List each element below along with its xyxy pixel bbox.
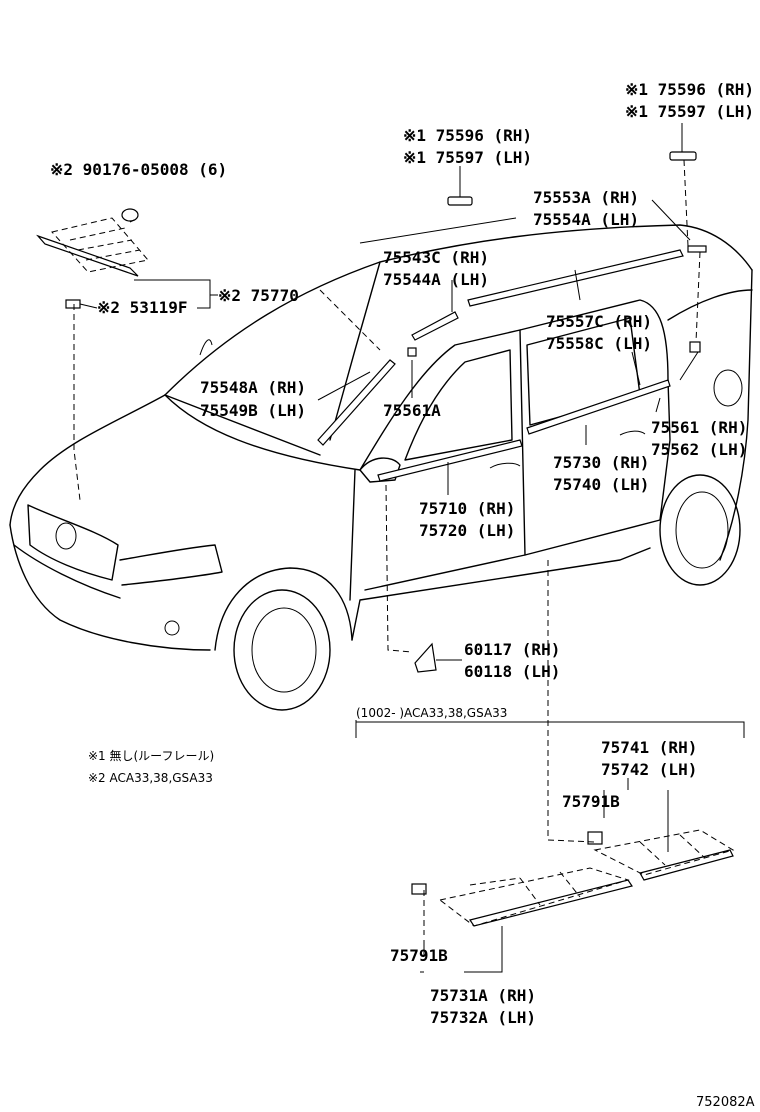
clip-upper (587, 831, 603, 845)
clip-53119f (65, 299, 81, 309)
callout-75791b-upper: 75791B (562, 792, 620, 811)
callout-75791b-lower: 75791B (390, 946, 448, 965)
callout-60118: 60118 (LH) (464, 662, 560, 681)
front-door-belt (377, 439, 523, 482)
callout-75730: 75730 (RH) (553, 453, 649, 472)
windshield-moulding-side (317, 359, 396, 446)
clip-lower-left (411, 883, 427, 895)
callout-75554a: 75554A (LH) (533, 210, 639, 229)
hood-clip-90176 (121, 208, 139, 222)
footnote-1: ※1 無し(ルーフレール) (88, 748, 214, 763)
callout-75720: 75720 (LH) (419, 521, 515, 540)
callout-90176: ※2 90176-05008 (6) (50, 160, 227, 179)
mudguard-60117 (414, 642, 437, 673)
callout-53119f: ※2 53119F (97, 298, 187, 317)
applicability-range: (1002- )ACA33,38,GSA33 (356, 706, 507, 720)
roof-moulding-parts (317, 151, 707, 446)
part-callouts: ※1 75596 (RH) ※1 75597 (LH) ※1 75596 (RH… (50, 80, 754, 1027)
callout-75770: ※2 75770 (218, 286, 299, 305)
callout-75741: 75741 (RH) (601, 738, 697, 757)
leader-lines (73, 123, 745, 973)
side-protector-assembly (411, 829, 735, 927)
callout-75544a: 75544A (LH) (383, 270, 489, 289)
callout-75549b: 75549B (LH) (200, 401, 306, 420)
callout-75561a: 75561A (383, 401, 441, 420)
callout-75553a: 75553A (RH) (533, 188, 639, 207)
roof-end-cap (687, 245, 707, 253)
hood-deflector (36, 208, 149, 309)
figure-id: 752082A (696, 1095, 755, 1110)
callout-75740: 75740 (LH) (553, 475, 649, 494)
rear-door-belt (526, 379, 671, 435)
callout-75558c: 75558C (LH) (546, 334, 652, 353)
callout-60117: 60117 (RH) (464, 640, 560, 659)
callout-75597-lh-mid: ※1 75597 (LH) (403, 148, 532, 167)
callout-75597-lh-right: ※1 75597 (LH) (625, 102, 754, 121)
callout-75557c: 75557C (RH) (546, 312, 652, 331)
callout-75742: 75742 (LH) (601, 760, 697, 779)
callout-75543c: 75543C (RH) (383, 248, 489, 267)
callout-75731a: 75731A (RH) (430, 986, 536, 1005)
callout-75548a: 75548A (RH) (200, 378, 306, 397)
roof-cover-mid (447, 196, 473, 206)
callout-75561: 75561 (RH) (651, 418, 747, 437)
roof-cover-right (669, 151, 697, 161)
clip-75561a (407, 347, 417, 357)
callout-75710: 75710 (RH) (419, 499, 515, 518)
roof-drip-moulding (467, 249, 684, 307)
callout-75562: 75562 (LH) (651, 440, 747, 459)
callout-75596-rh-mid: ※1 75596 (RH) (403, 126, 532, 145)
callout-75732a: 75732A (LH) (430, 1008, 536, 1027)
rear-door-protector (639, 849, 734, 881)
footnotes: ※1 無し(ルーフレール) ※2 ACA33,38,GSA33 (88, 748, 214, 785)
belt-mouldings (377, 379, 671, 482)
windshield-moulding-upper (411, 311, 459, 341)
callout-75596-rh-right: ※1 75596 (RH) (625, 80, 754, 99)
clip-75561 (689, 341, 701, 353)
footnote-2: ※2 ACA33,38,GSA33 (88, 771, 213, 785)
